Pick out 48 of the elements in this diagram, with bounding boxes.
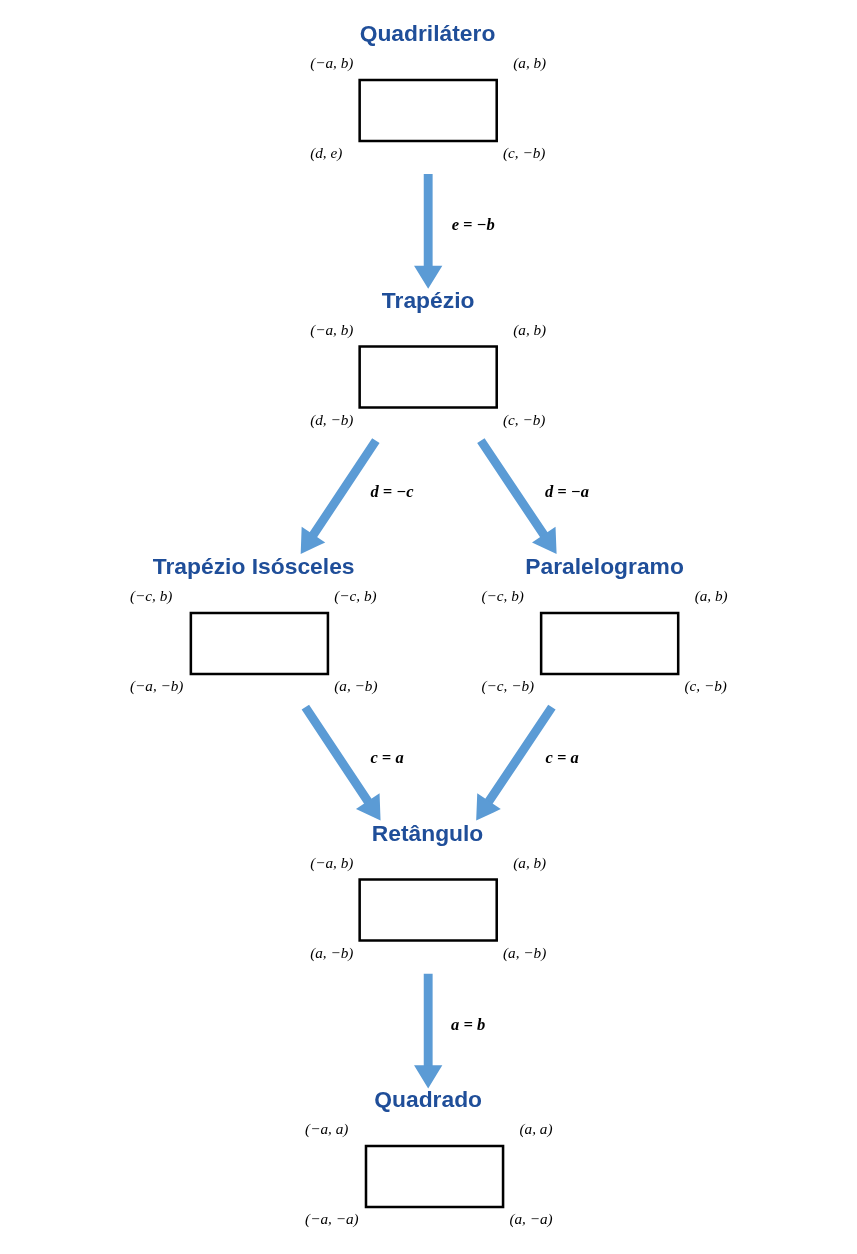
node-label: Trapézio Isósceles <box>152 553 355 580</box>
node-label: (a, b) <box>694 587 728 605</box>
node-label: Quadrado <box>374 1086 483 1113</box>
node-label: (−a, −a) <box>305 1210 359 1228</box>
arrow <box>300 438 380 554</box>
node-label: Quadrilátero <box>359 20 496 47</box>
node-box-text <box>364 1144 505 1209</box>
node-label: (−a, b) <box>310 54 354 72</box>
edge-label: d = −c <box>370 481 414 501</box>
node-label: (a, −b) <box>310 943 354 961</box>
node-label: Retângulo <box>371 819 484 846</box>
node-box-text <box>358 878 498 942</box>
node-label: (a, b) <box>513 54 547 72</box>
node-label: (−c, b) <box>334 587 377 605</box>
node-label: (a, −a) <box>509 1210 553 1228</box>
node-label: (−c, b) <box>129 587 173 605</box>
arrow <box>476 704 556 821</box>
node-label: Paralelogramo <box>525 553 684 580</box>
node-box-text <box>539 611 680 676</box>
arrow <box>301 704 381 821</box>
node-label: (c, −b) <box>684 677 727 695</box>
node-box-text <box>358 345 498 409</box>
node-label: (c, −b) <box>503 410 546 428</box>
node-label: (−c, b) <box>481 587 524 605</box>
arrow <box>414 973 443 1089</box>
node-label: (d, e) <box>310 144 343 162</box>
node-label: (d, −b) <box>310 410 354 428</box>
node-box-text <box>358 78 498 143</box>
node-label: (a, b) <box>513 853 547 871</box>
node-label: Trapézio <box>381 286 475 313</box>
node-label: (a, −b) <box>503 943 547 961</box>
edge-label: e = −b <box>451 215 495 235</box>
node-label: (a, b) <box>513 320 547 338</box>
edge-label: d = −a <box>544 481 590 501</box>
edge-label: c = a <box>545 748 579 768</box>
node-label: (−a, b) <box>310 853 354 871</box>
edge-label: a = b <box>451 1014 486 1034</box>
arrow <box>477 438 557 554</box>
edge-label: c = a <box>370 748 404 768</box>
node-label: (−a, a) <box>305 1120 349 1138</box>
arrow <box>414 174 443 289</box>
node-label: (a, −b) <box>334 677 378 695</box>
node-label: (−c, −b) <box>481 677 535 695</box>
node-label: (−a, −b) <box>129 677 184 695</box>
node-label: (−a, b) <box>310 320 354 338</box>
node-label: (a, a) <box>519 1120 553 1138</box>
node-label: (c, −b) <box>503 144 546 162</box>
node-box-text <box>189 611 330 676</box>
